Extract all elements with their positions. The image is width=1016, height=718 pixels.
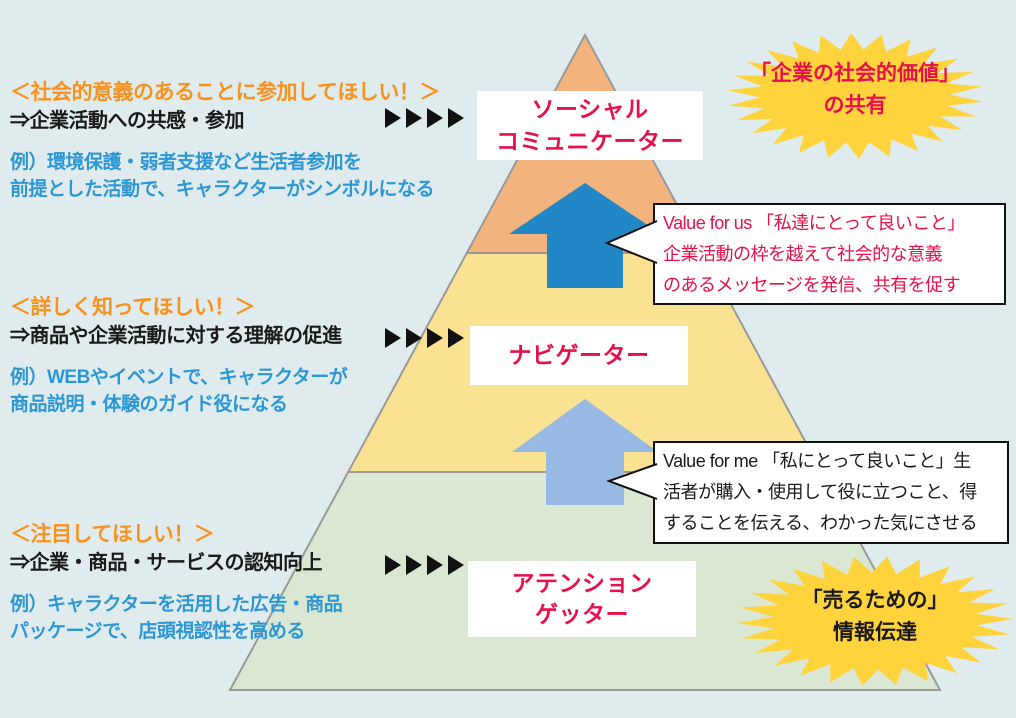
callout-value-for-me: Value for me 「私にとって良いこと」生 活者が購入・使用して役に立つ… (653, 441, 1009, 544)
goal-subtitle-participate: ⇒企業活動への共感・参加 (10, 110, 245, 132)
triangle-icon (448, 555, 464, 575)
triangle-icon (385, 555, 401, 575)
triangle-icon (448, 108, 464, 128)
goal-subtitle-attention: ⇒企業・商品・サービスの認知向上 (10, 552, 323, 574)
callout-tail-bottom-icon (606, 463, 658, 500)
goal-heading-attention: ＜注目してほしい！＞ (10, 523, 215, 546)
goal-example-participate: 例）環境保護・弱者支援など生活者参加を 前提とした活動で、キャラクターがシンボル… (10, 152, 434, 200)
triangle-icon (427, 108, 443, 128)
forward-arrows-icon-1 (385, 108, 464, 128)
triangle-icon (385, 328, 401, 348)
triangle-icon (406, 108, 422, 128)
callout-tail-top-icon (604, 220, 658, 264)
up-arrow-light-icon (512, 399, 658, 505)
triangle-icon (448, 328, 464, 348)
pyramid-label-navigator: ナビゲーター (470, 326, 688, 385)
callout-value-for-us: Value for us 「私達にとって良いこと」 企業活動の枠を越えて社会的な… (653, 203, 1006, 305)
forward-arrows-icon-2 (385, 328, 464, 348)
burst-text-corporate-social-value: 「企業の社会的価値」 の共有 (750, 62, 960, 117)
triangle-icon (406, 328, 422, 348)
pyramid-label-social-communicator: ソーシャル コミュニケーター (477, 91, 703, 160)
triangle-icon (385, 108, 401, 128)
triangle-icon (427, 555, 443, 575)
triangle-icon (427, 328, 443, 348)
pyramid-label-attention-getter: アテンション ゲッター (468, 561, 696, 637)
triangle-icon (406, 555, 422, 575)
goal-example-know: 例）WEBやイベントで、キャラクターが 商品説明・体験のガイド役になる (10, 367, 348, 415)
goal-example-attention: 例）キャラクターを活用した広告・商品 パッケージで、店頭視認性を高める (10, 594, 343, 642)
goal-heading-participate: ＜社会的意義のあることに参加してほしい！＞ (10, 81, 440, 104)
up-arrow-dark-icon (509, 183, 661, 288)
goal-subtitle-know: ⇒商品や企業活動に対する理解の促進 (10, 325, 342, 347)
forward-arrows-icon-3 (385, 555, 464, 575)
goal-heading-know: ＜詳しく知ってほしい！＞ (10, 296, 255, 319)
burst-text-selling-information: 「売るための」 情報伝達 (801, 589, 949, 644)
